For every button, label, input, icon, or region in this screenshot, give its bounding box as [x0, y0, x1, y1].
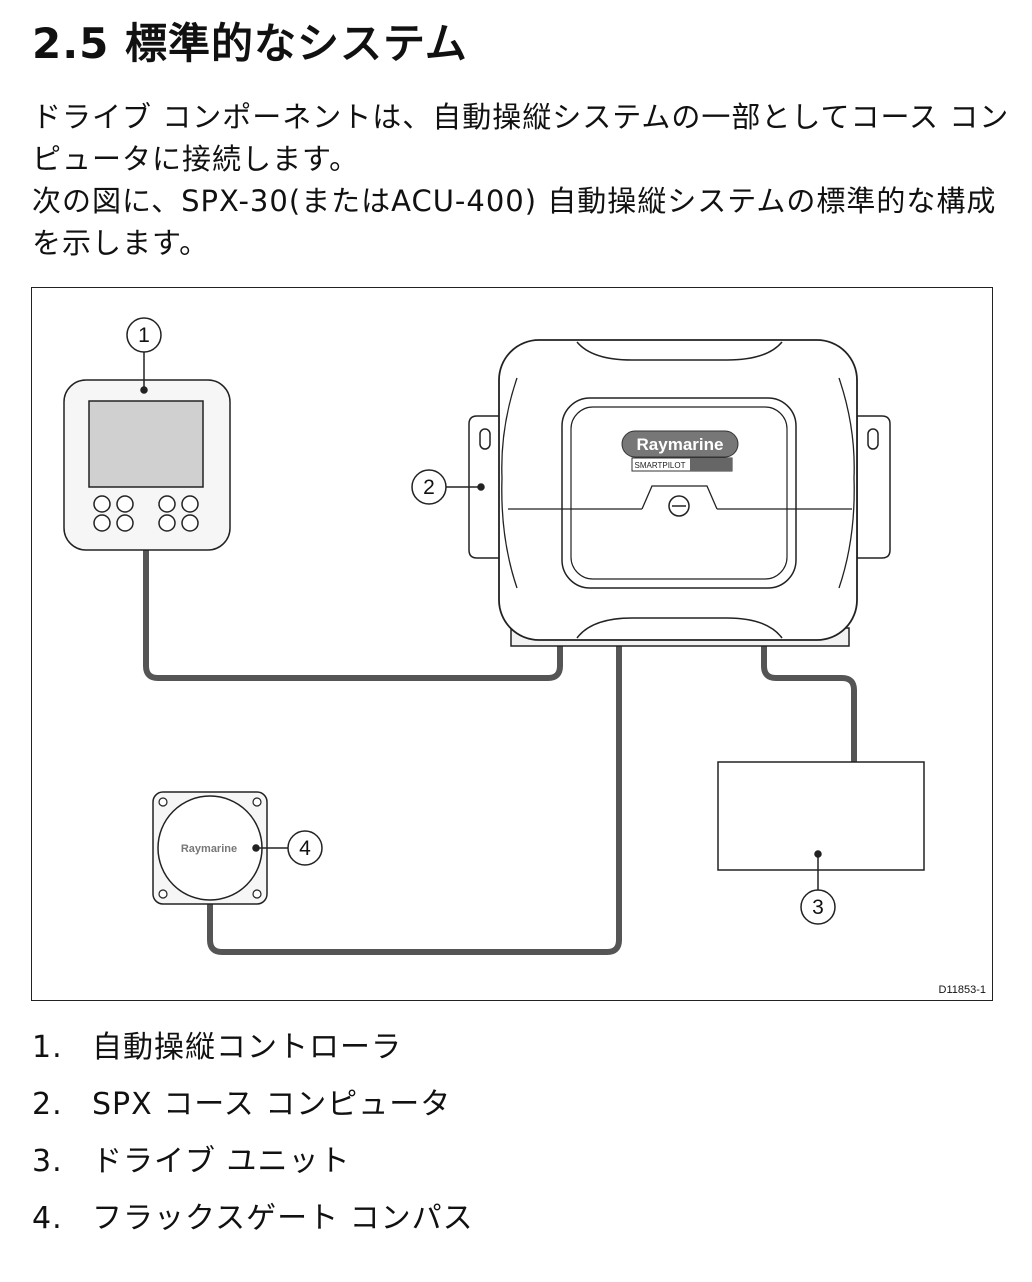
- compass-cable: [207, 641, 622, 955]
- legend-label: SPX コース コンピュータ: [92, 1087, 452, 1122]
- autopilot-controller: [63, 379, 231, 551]
- legend-number: 1.: [32, 1030, 63, 1065]
- drive-cable: [761, 641, 857, 765]
- callout-4: [287, 830, 323, 866]
- callout-2-label: 2: [423, 476, 435, 499]
- course-computer-brand: Raymarine: [637, 435, 724, 454]
- course-computer: [468, 339, 891, 647]
- legend-item: 1. 自動操縦コントローラ: [32, 1022, 474, 1079]
- figure-id: D11853-1: [938, 984, 987, 996]
- diagram-canvas: Raymarine SMARTPILOT Raymarine: [63, 317, 925, 955]
- legend-label: 自動操縦コントローラ: [92, 1030, 402, 1065]
- compass-brand: Raymarine: [181, 843, 237, 855]
- callout-1: [126, 317, 162, 353]
- course-computer-model: SMARTPILOT: [635, 461, 686, 470]
- callout-3-label: 3: [812, 896, 824, 919]
- system-diagram: Raymarine SMARTPILOT Raymarine: [31, 287, 993, 1001]
- legend-item: 3. ドライブ ユニット: [32, 1136, 474, 1193]
- legend-number: 4.: [32, 1201, 63, 1236]
- legend-item: 2. SPX コース コンピュータ: [32, 1079, 474, 1136]
- legend-label: フラックスゲート コンパス: [92, 1201, 474, 1236]
- callout-2: [411, 469, 447, 505]
- intro-paragraph-2: 次の図に、SPX-30(またはACU-400) 自動操縦システムの標準的な構成を…: [32, 184, 997, 260]
- callout-4-label: 4: [299, 837, 311, 860]
- intro-text: ドライブ コンポーネントは、自動操縦システムの一部としてコース コンピュータに接…: [32, 96, 1012, 264]
- page-title: 2.5 標準的なシステム: [32, 19, 468, 68]
- legend-number: 2.: [32, 1087, 63, 1122]
- controller-cable: [143, 547, 563, 681]
- intro-paragraph-1: ドライブ コンポーネントは、自動操縦システムの一部としてコース コンピュータに接…: [32, 100, 1010, 176]
- legend-item: 4. フラックスゲート コンパス: [32, 1193, 474, 1250]
- callout-3: [800, 889, 836, 925]
- callout-1-label: 1: [138, 324, 150, 347]
- legend-label: ドライブ ユニット: [92, 1144, 351, 1179]
- legend-number: 3.: [32, 1144, 63, 1179]
- legend-list: 1. 自動操縦コントローラ 2. SPX コース コンピュータ 3. ドライブ ユニッ…: [32, 1022, 474, 1250]
